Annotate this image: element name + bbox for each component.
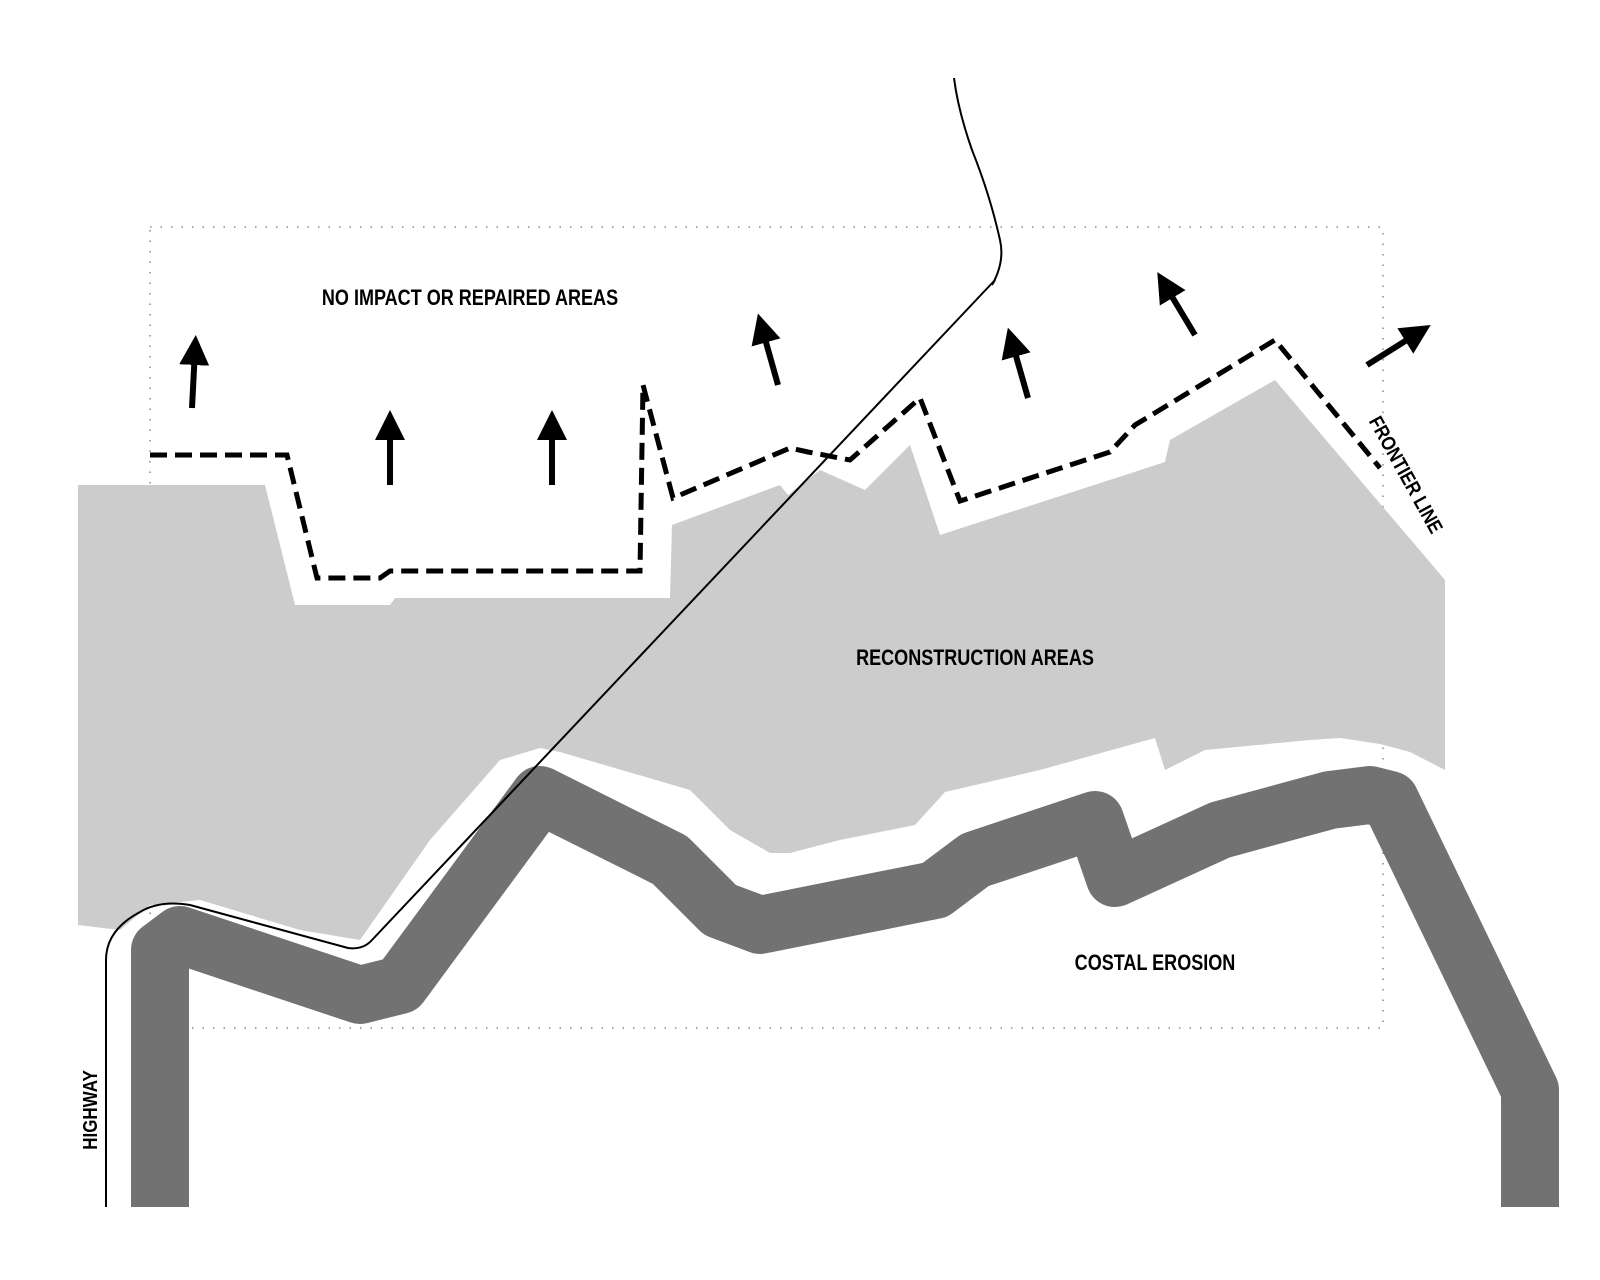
arrow-icon [1365,325,1431,368]
coastline-band [131,766,1559,1207]
label-no-impact: NO IMPACT OR REPAIRED AREAS [322,286,618,310]
arrow-icon [751,313,781,386]
arrow-icon [179,335,210,409]
label-coastal-erosion: COSTAL EROSION [1075,951,1236,975]
reconstruction-area [78,380,1445,940]
label-reconstruction: RECONSTRUCTION AREAS [856,646,1094,670]
arrow-icon [1157,272,1198,337]
highway-line [105,77,1003,1207]
frontier-line [150,336,1382,581]
direction-arrows [179,272,1431,485]
arrow-icon [1001,327,1031,399]
label-highway: HIGHWAY [79,1070,102,1150]
